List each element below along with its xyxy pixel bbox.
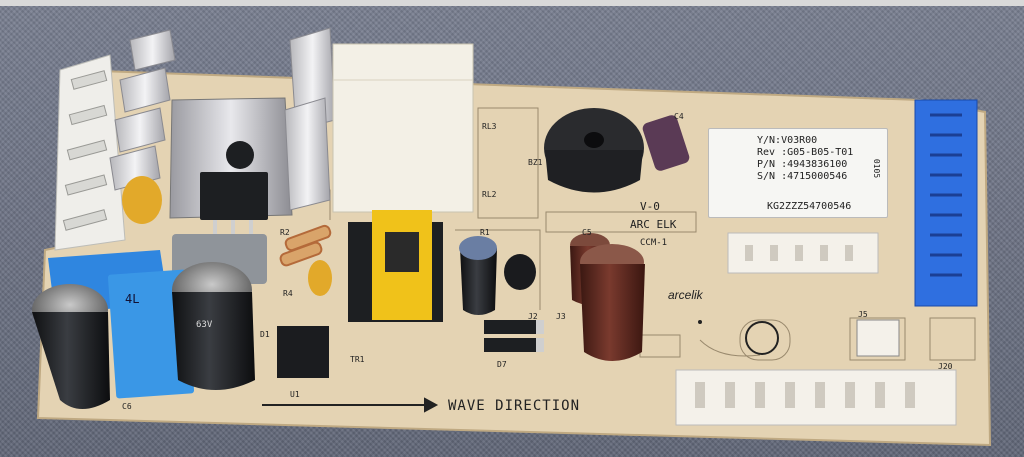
silk-c6: C6: [122, 402, 132, 411]
label-barcode-text: KG2ZZZ54700546: [767, 201, 852, 212]
silk-maker-code: ARC ELK: [630, 218, 677, 231]
silk-rl2: RL2: [482, 190, 497, 199]
label-rev: Rev :G05-B05-T01: [757, 147, 854, 158]
silk-rl3: RL3: [482, 122, 497, 131]
label-pn: P/N :4943836100: [757, 159, 848, 170]
top-edge-strip: [0, 0, 1024, 6]
black-capacitor-left: [32, 312, 110, 409]
silk-j3: J3: [556, 312, 566, 321]
buzzer-body: [545, 150, 643, 193]
silk-r2: R2: [280, 228, 290, 237]
silk-brand: arcelik: [668, 288, 703, 302]
black-capacitor-middle: [172, 292, 255, 390]
silk-u1: U1: [290, 390, 300, 399]
e1-mark: [745, 321, 779, 355]
silk-j2: J2: [528, 312, 538, 321]
silk-j20: J20: [938, 362, 953, 371]
product-label-sticker: Y/N:V03R00 Rev :G05-B05-T01 P/N :4943836…: [708, 128, 888, 218]
label-yn: Y/N:V03R00: [757, 135, 818, 146]
capacitor-mark: 63V: [196, 320, 213, 330]
diodes: [484, 320, 544, 352]
pin-header: [856, 319, 900, 357]
relay-mark: 4L: [125, 292, 140, 306]
yellow-disc-capacitor-small: [308, 260, 332, 296]
heatsink-screw: [226, 141, 254, 169]
small-capacitor: [460, 248, 497, 315]
silk-wave-direction: WAVE DIRECTION: [448, 398, 581, 414]
silk-bz1: BZ1: [528, 158, 543, 167]
heatsink-fins-right: [284, 27, 336, 211]
silk-c4: C4: [674, 112, 684, 121]
silk-j5: J5: [858, 310, 868, 319]
blue-relay: [107, 269, 195, 399]
brown-capacitor-large: [580, 264, 645, 361]
left-terminal-pins: [62, 70, 108, 231]
silk-ccm: CCM-1: [640, 238, 668, 248]
yellow-disc-capacitor: [122, 176, 162, 224]
silk-r4: R4: [283, 289, 293, 298]
silk-c5: C5: [582, 228, 592, 237]
small-purple-capacitor: [642, 115, 690, 171]
white-relay: [332, 43, 474, 213]
silk-tr1: TR1: [350, 355, 365, 364]
transistor: [504, 254, 536, 290]
label-side-code: 0105: [872, 158, 882, 179]
silk-d7: D7: [497, 360, 507, 369]
silk-d1: D1: [260, 330, 270, 339]
optocoupler-ic: [277, 326, 329, 378]
resistors: [279, 224, 332, 267]
voltage-regulator: [200, 172, 268, 220]
silk-version: V-0: [640, 200, 660, 213]
label-sn: S/N :4715000546: [757, 171, 848, 182]
silk-r1: R1: [480, 228, 490, 237]
wave-direction-arrow: [262, 397, 439, 413]
